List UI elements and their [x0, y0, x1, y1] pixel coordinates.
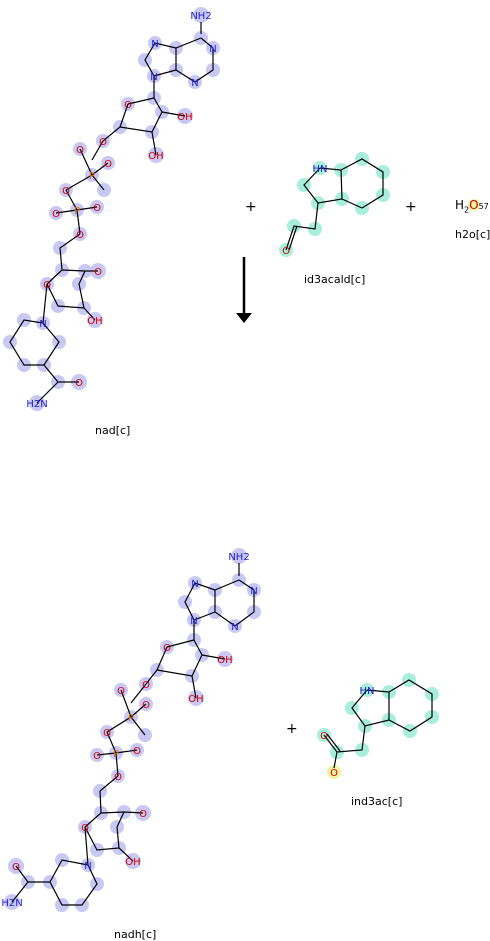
- svg-text:O: O: [52, 209, 60, 220]
- svg-text:O: O: [76, 230, 84, 241]
- svg-text:O: O: [43, 280, 51, 291]
- svg-text:N: N: [191, 579, 198, 590]
- h2o-atom-number: 57: [478, 202, 489, 211]
- ind3ac-label: ind3ac[c]: [351, 795, 403, 808]
- svg-text:O: O: [133, 746, 141, 757]
- svg-text:O: O: [75, 378, 83, 389]
- svg-text:OH: OH: [125, 857, 140, 868]
- reaction-arrow: [236, 257, 252, 323]
- svg-text:O: O: [93, 203, 101, 214]
- id3acald-label: id3acald[c]: [304, 273, 366, 286]
- svg-text:OH: OH: [188, 694, 203, 705]
- svg-text:N: N: [250, 586, 257, 597]
- svg-text:N: N: [209, 44, 216, 55]
- id3acald-structure: HN O: [279, 152, 390, 257]
- svg-text:P: P: [89, 171, 95, 182]
- svg-text:O: O: [163, 643, 171, 654]
- svg-text:OH: OH: [177, 112, 192, 123]
- svg-text:O: O: [93, 751, 101, 762]
- svg-text:O: O: [142, 700, 150, 711]
- svg-text:O: O: [139, 809, 147, 820]
- svg-text:H2N: H2N: [1, 898, 22, 909]
- svg-text:O: O: [104, 159, 112, 170]
- svg-text:O: O: [12, 862, 20, 873]
- nadh-label: nadh[c]: [114, 928, 157, 941]
- svg-text:N: N: [39, 319, 46, 330]
- nad-label: nad[c]: [95, 424, 131, 437]
- svg-text:O: O: [76, 145, 84, 156]
- svg-text:N: N: [84, 861, 91, 872]
- svg-text:N: N: [150, 72, 157, 83]
- svg-text:O: O: [103, 728, 111, 739]
- plus-sign-1: +: [245, 199, 257, 215]
- svg-text:OH: OH: [148, 151, 163, 162]
- svg-text:O: O: [320, 731, 328, 742]
- svg-text:P: P: [113, 749, 119, 760]
- svg-text:O: O: [142, 680, 150, 691]
- h2o-h: H: [455, 198, 465, 212]
- svg-text:HN: HN: [313, 164, 328, 175]
- svg-text:N: N: [151, 39, 158, 50]
- svg-text:NH2: NH2: [228, 552, 249, 563]
- svg-text:OH: OH: [87, 316, 102, 327]
- svg-text:N: N: [190, 616, 197, 627]
- h2o-label: h2o[c]: [455, 228, 490, 241]
- svg-text:O: O: [99, 137, 107, 148]
- svg-text:O: O: [94, 267, 102, 278]
- svg-text:NH2: NH2: [190, 11, 211, 22]
- plus-sign-2: +: [405, 199, 417, 215]
- ind3ac-structure: HN O O: [317, 673, 439, 779]
- svg-text:O: O: [62, 186, 70, 197]
- svg-text:O: O: [124, 100, 132, 111]
- h2o-formula: H2O57: [455, 198, 489, 214]
- h2o-highlight: [468, 199, 480, 211]
- svg-text:O: O: [117, 686, 125, 697]
- plus-sign-3: +: [286, 721, 298, 737]
- svg-text:O: O: [282, 246, 290, 257]
- svg-text:OH: OH: [217, 655, 232, 666]
- nadh-structure: NH2 NN NN OOH OHO PO OO PO OO OO OHN OH2…: [1, 548, 261, 912]
- svg-text:O: O: [81, 823, 89, 834]
- h2o-subscript: 2: [464, 205, 470, 215]
- svg-text:H2N: H2N: [26, 399, 47, 410]
- svg-text:O: O: [114, 772, 122, 783]
- svg-text:O: O: [330, 768, 338, 779]
- svg-text:N: N: [191, 78, 198, 89]
- svg-text:N: N: [231, 622, 238, 633]
- svg-text:HN: HN: [360, 686, 375, 697]
- svg-text:P: P: [74, 206, 80, 217]
- svg-text:P: P: [128, 713, 134, 724]
- h2o-o: O: [469, 198, 479, 212]
